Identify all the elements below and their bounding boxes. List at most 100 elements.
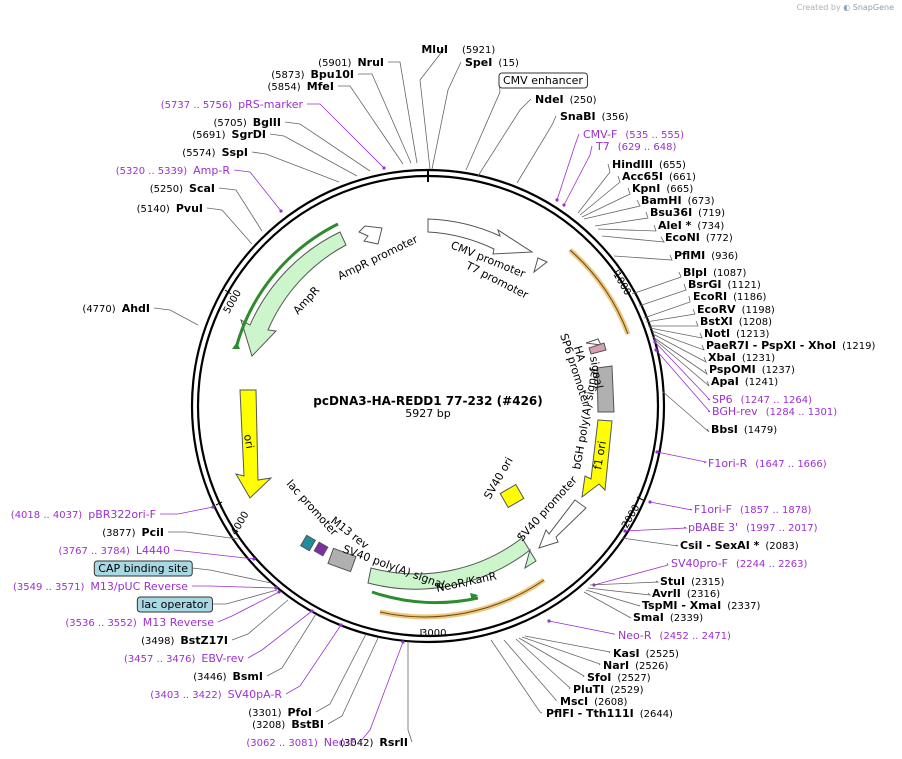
- site-bsrgi[interactable]: BsrGI(1121): [638, 278, 761, 307]
- site-bstz17i[interactable]: (3498)BstZ17I: [141, 599, 289, 647]
- site-ebv-rev[interactable]: (3457 .. 3476)EBV-rev: [124, 609, 314, 665]
- site-spei[interactable]: SpeI(15): [431, 56, 519, 170]
- site-sgrdi[interactable]: (5691)SgrDI: [192, 128, 358, 177]
- site-position: (5691): [192, 130, 225, 141]
- site-bstbi[interactable]: (3208)BstBI: [252, 637, 379, 731]
- site-stui[interactable]: StuI(2315): [589, 575, 724, 588]
- site-kasi[interactable]: KasI(2525): [524, 635, 679, 660]
- site-lac-operator[interactable]: lac operator: [136, 589, 278, 613]
- site-label: MscI(2608): [560, 695, 627, 708]
- site-position: (250): [570, 95, 597, 106]
- primer-binding-mark: [648, 500, 652, 504]
- site-pflmi[interactable]: PflMI(936): [613, 249, 738, 262]
- site-acc65i[interactable]: Acc65I(661): [579, 170, 696, 216]
- leader-line: [327, 637, 379, 725]
- site-pbabe-3[interactable]: pBABE 3'(1997 .. 2017): [623, 521, 818, 534]
- primer-binding-mark: [655, 450, 659, 454]
- site-bgh-rev[interactable]: BGH-rev(1284 .. 1301): [654, 348, 837, 418]
- site-apai[interactable]: ApaI(1241): [653, 338, 778, 388]
- site-bsu36i[interactable]: Bsu36I(719): [594, 206, 725, 227]
- site-pbr322ori-f[interactable]: (4018 .. 4037)pBR322ori-F: [11, 505, 215, 521]
- site-neo-f[interactable]: (3062 .. 3081)Neo-F: [246, 640, 405, 749]
- site-pcii[interactable]: (3877)PciI: [102, 526, 239, 540]
- site-name: SspI: [222, 146, 248, 159]
- site-bstxi[interactable]: BstXI(1208): [648, 315, 772, 328]
- site-bsmi[interactable]: (3446)BsmI: [193, 613, 317, 683]
- site-position: (1231): [742, 353, 775, 364]
- primer-binding-mark: [382, 166, 386, 170]
- site-l4440[interactable]: (3767 .. 3784)L4440: [58, 544, 256, 561]
- site-cmv-f[interactable]: CMV-F(535 .. 555): [555, 128, 684, 202]
- site-ecori[interactable]: EcoRI(1186): [643, 290, 767, 319]
- site-sspi[interactable]: (5574)SspI: [182, 146, 340, 183]
- site-mfei[interactable]: (5854)MfeI: [267, 80, 404, 165]
- site-pluti[interactable]: PluTI(2529): [515, 638, 644, 696]
- site-prs-marker[interactable]: (5737 .. 5756)pRS-marker: [161, 98, 386, 170]
- site-label: (5140)PvuI: [137, 202, 203, 215]
- site-tspmi-xmai[interactable]: TspMI - XmaI(2337): [585, 589, 761, 612]
- site-name: NruI: [357, 56, 384, 69]
- site-alei[interactable]: AleI *(734): [597, 219, 724, 232]
- site-nari[interactable]: NarI(2526): [521, 636, 669, 672]
- site-label: (4018 .. 4037)pBR322ori-F: [11, 508, 156, 521]
- site-bamhi[interactable]: BamHI(673): [583, 194, 715, 220]
- site-position: (5250): [150, 184, 183, 195]
- site-noti[interactable]: NotI(1213): [649, 327, 769, 340]
- site-label: (4770)AhdI: [82, 302, 150, 315]
- site-neo-r[interactable]: Neo-R(2452 .. 2471): [547, 619, 731, 642]
- site-name: AleI *: [658, 219, 692, 232]
- site-sp6[interactable]: SP6(1247 .. 1264): [653, 340, 812, 406]
- site-pflfi-tth111i[interactable]: PflFI - Tth111I(2644): [490, 639, 673, 720]
- site-ahdi[interactable]: (4770)AhdI: [82, 302, 199, 326]
- site-econi[interactable]: EcoNI(772): [601, 231, 733, 244]
- leader-line: [563, 145, 593, 206]
- site-mlui[interactable]: (5921)MluI: [419, 43, 495, 170]
- site-paer7i-pspxi-xhoi[interactable]: PaeR7I - PspXI - XhoI(1219): [651, 330, 876, 352]
- site-sfoi[interactable]: SfoI(2527): [518, 637, 651, 684]
- site-name: NarI: [603, 659, 629, 672]
- site-cmv-enhancer[interactable]: CMV enhancer: [465, 72, 588, 171]
- site-xbai[interactable]: XbaI(1231): [652, 333, 775, 364]
- site-position: (1241): [745, 377, 778, 388]
- leader-line: [247, 610, 313, 659]
- site-name: PluTI: [573, 683, 604, 696]
- label-signal: signal: [587, 355, 605, 389]
- site-cap-binding-site[interactable]: CAP binding site: [93, 560, 272, 584]
- site-avrii[interactable]: AvrII(2316): [587, 587, 720, 600]
- site-name: PvuI: [176, 202, 203, 215]
- snapgene-credit: Created by ◐ SnapGene: [797, 3, 894, 12]
- site-scai[interactable]: (5250)ScaI: [150, 182, 263, 232]
- site-m13-reverse[interactable]: (3536 .. 3552)M13 Reverse: [65, 590, 281, 629]
- site-f1ori-r[interactable]: F1ori-R(1647 .. 1666): [655, 450, 827, 470]
- site-t7[interactable]: T7(629 .. 648): [562, 140, 677, 207]
- site-pvui[interactable]: (5140)PvuI: [137, 202, 253, 245]
- site-bglii[interactable]: (5705)BglII: [214, 116, 371, 172]
- label-box: [93, 560, 193, 577]
- site-m13-puc-reverse[interactable]: (3549 .. 3571)M13/pUC Reverse: [13, 580, 278, 593]
- site-position: (1219): [842, 341, 875, 352]
- site-name: PflFI - Tth111I: [546, 707, 634, 720]
- site-name: L4440: [136, 544, 170, 557]
- site-bpu10i[interactable]: (5873)Bpu10I: [271, 68, 412, 164]
- site-bbsi[interactable]: BbsI(1479): [661, 390, 777, 436]
- feature-sv40-polya: [327, 547, 357, 573]
- site-pfoi[interactable]: (3301)PfoI: [248, 633, 367, 719]
- leader-line: [431, 61, 462, 170]
- site-nrui[interactable]: (5901)NruI: [318, 56, 418, 164]
- site-csii-sexai[interactable]: CsiI - SexAI *(2083): [621, 537, 799, 552]
- site-smai[interactable]: SmaI(2339): [583, 591, 703, 624]
- site-amp-r[interactable]: (5320 .. 5339)Amp-R: [116, 164, 283, 213]
- site-blpi[interactable]: BlpI(1087): [631, 266, 746, 295]
- site-hindiii[interactable]: HindIII(655): [577, 158, 686, 214]
- site-kpni[interactable]: KpnI(665): [581, 182, 693, 218]
- site-rsrii[interactable]: (3042)RsrII: [340, 641, 413, 749]
- site-pspomi[interactable]: PspOMI(1237): [652, 336, 795, 376]
- site-ecorv[interactable]: EcoRV(1198): [645, 303, 775, 323]
- site-sv40pro-f[interactable]: SV40pro-F(2244 .. 2263): [592, 557, 808, 587]
- site-msci[interactable]: MscI(2608): [503, 639, 627, 708]
- site-sv40pa-r[interactable]: (3403 .. 3422)SV40pA-R: [150, 623, 343, 701]
- site-f1ori-f[interactable]: F1ori-F(1857 .. 1878): [648, 500, 811, 516]
- site-position: (772): [706, 233, 733, 244]
- site-ndei[interactable]: NdeI(250): [477, 93, 597, 177]
- site-snabi[interactable]: SnaBI(356): [516, 110, 629, 184]
